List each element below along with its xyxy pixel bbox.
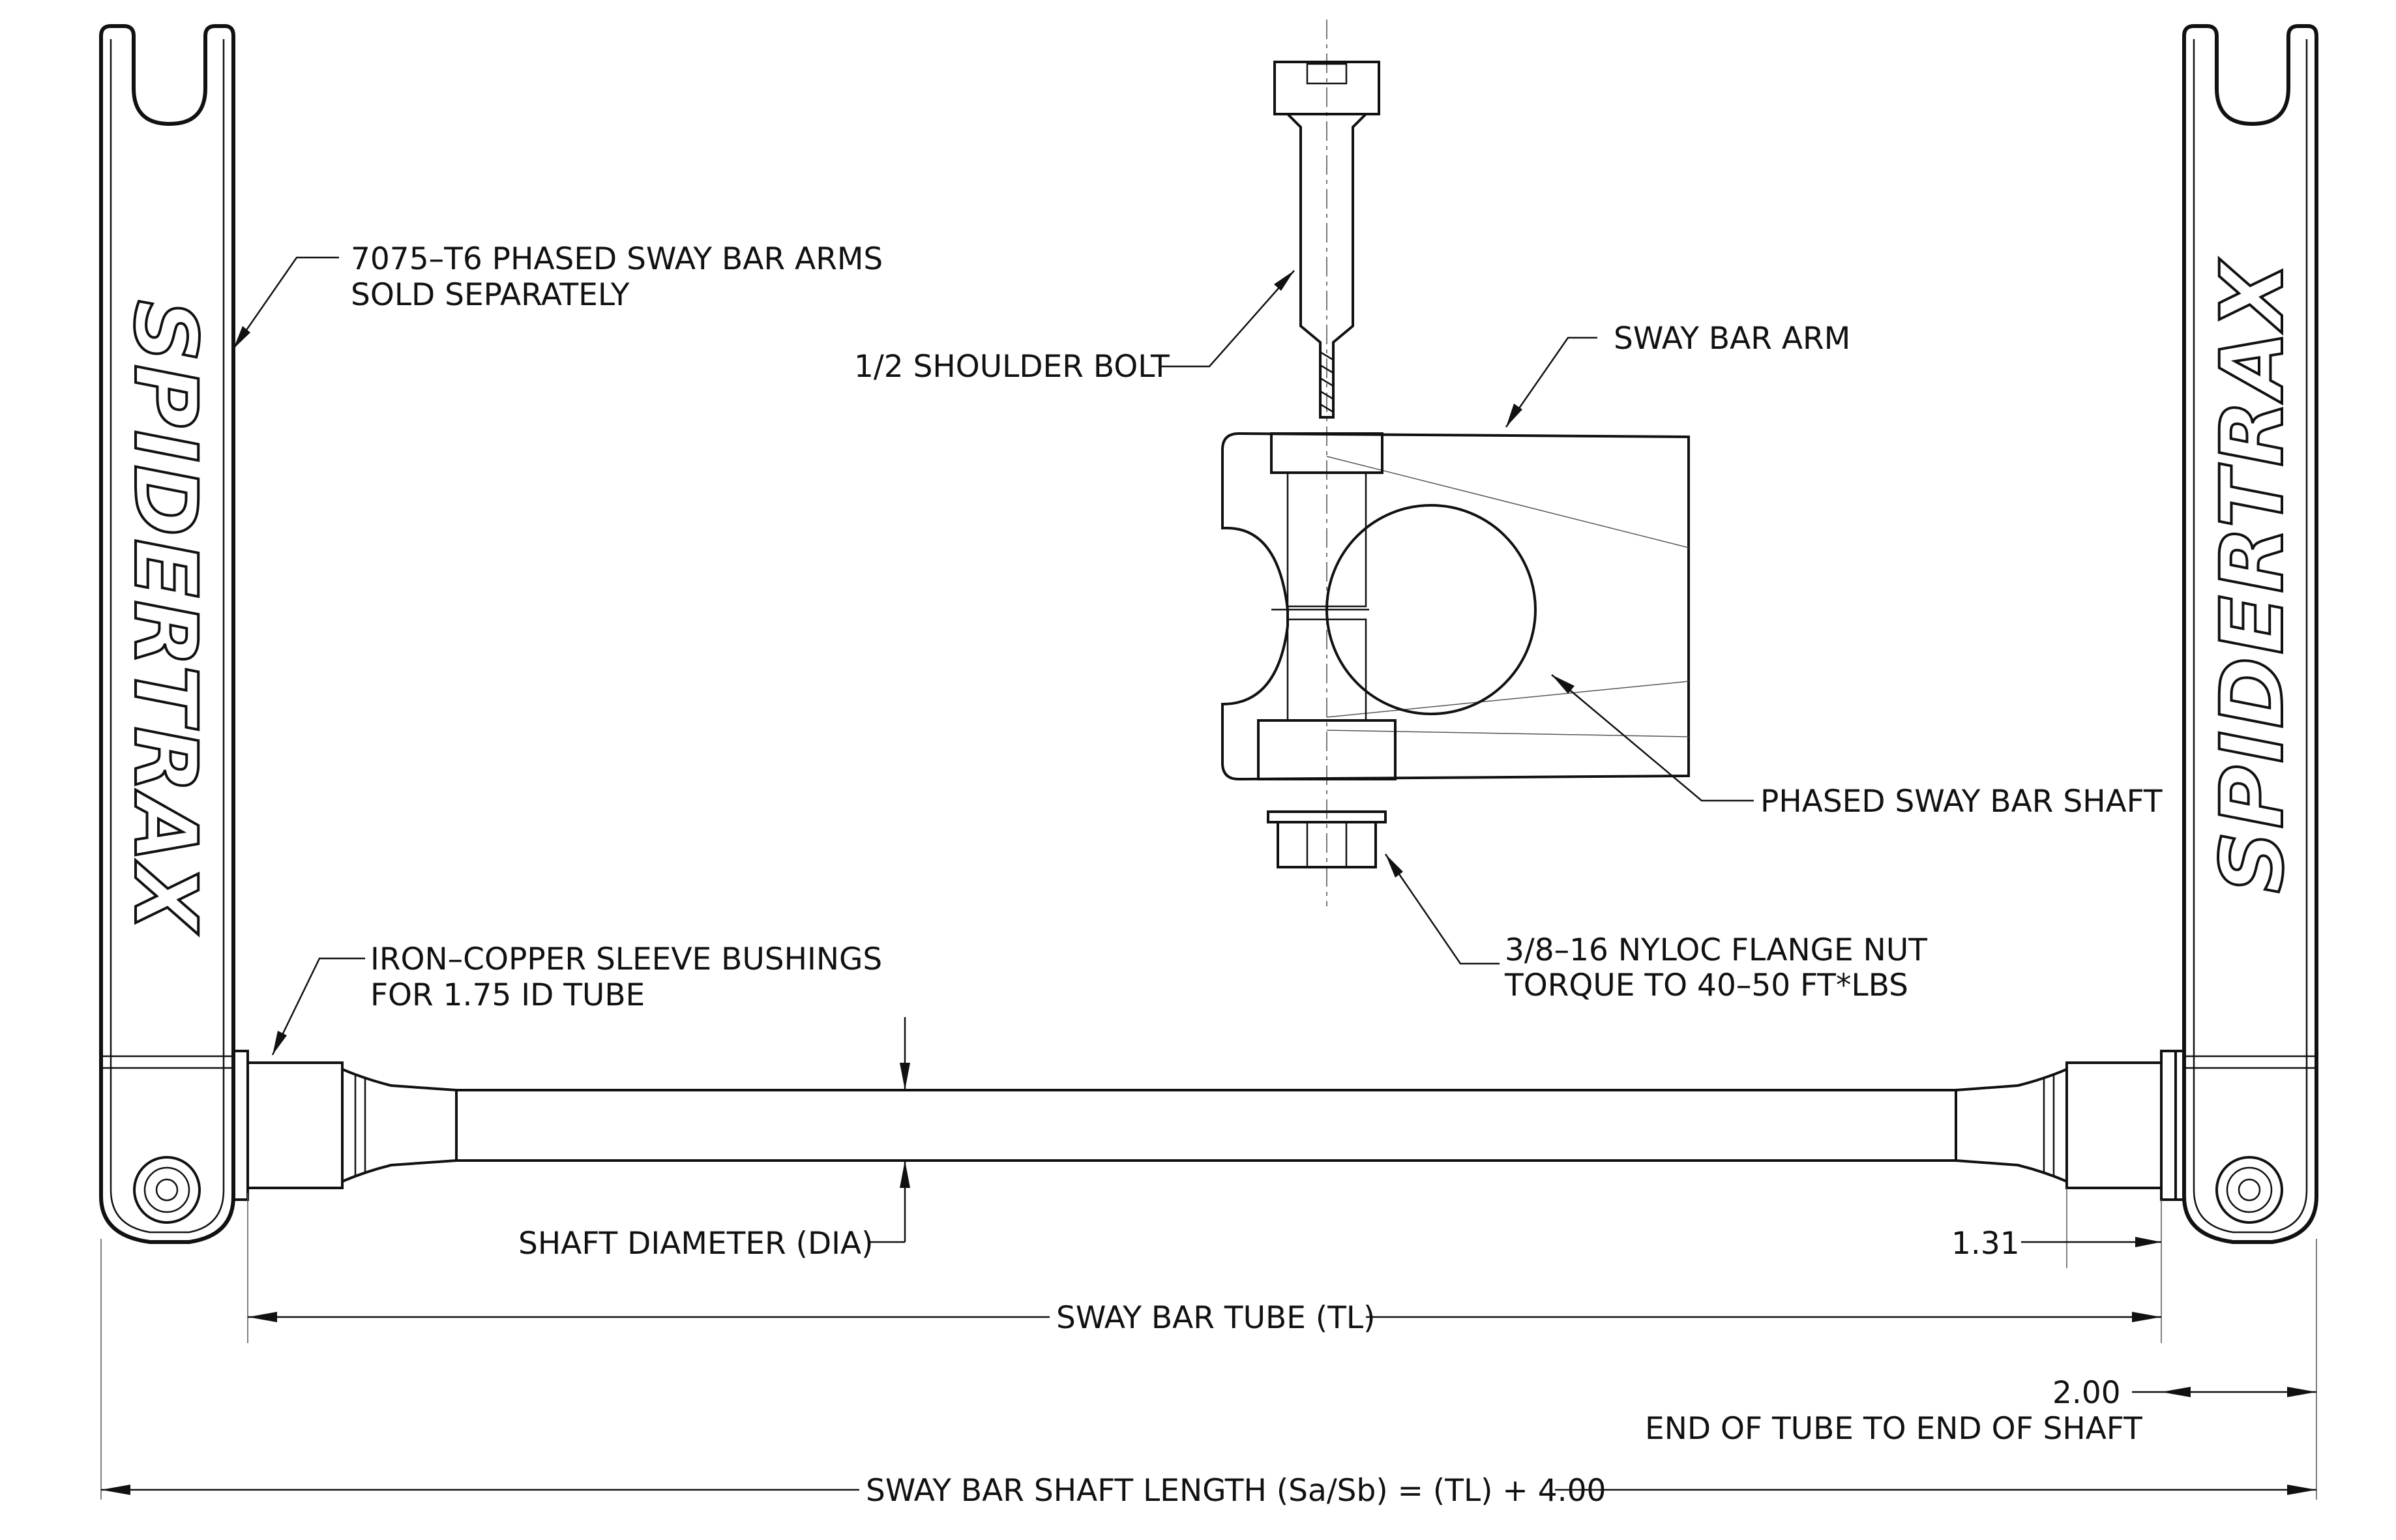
left-arm-logo: SPIDERTRAX <box>115 300 215 935</box>
dimension-lines <box>100 1017 2317 1500</box>
annotation-labels: 7075–T6 PHASED SWAY BAR ARMS SOLD SEPARA… <box>351 241 2163 1509</box>
right-sway-bar-arm: SPIDERTRAX <box>2182 24 2318 1244</box>
arms-note-line2: SOLD SEPARATELY <box>351 277 630 313</box>
phased-shaft-label: PHASED SWAY BAR SHAFT <box>1760 784 2163 820</box>
shoulder-bolt <box>1273 61 1380 419</box>
dim-1-31-label: 1.31 <box>1951 1226 2020 1262</box>
end-to-end-label: END OF TUBE TO END OF SHAFT <box>1645 1411 2142 1447</box>
leader-lines <box>232 256 1754 1056</box>
shoulder-bolt-label: 1/2 SHOULDER BOLT <box>854 349 1170 385</box>
sway-bar-arm-label: SWAY BAR ARM <box>1614 321 1850 357</box>
shaft-length-label: SWAY BAR SHAFT LENGTH (Sa/Sb) = (TL) + 4… <box>866 1473 1606 1509</box>
left-sway-bar-arm: SPIDERTRAX <box>99 24 235 1244</box>
right-arm-pivot-hole <box>2215 1156 2283 1224</box>
left-arm-pivot-hole <box>133 1156 201 1224</box>
arm-clamp-body <box>1221 432 1690 781</box>
flange-nut <box>1267 810 1387 868</box>
right-arm-logo: SPIDERTRAX <box>2202 258 2303 893</box>
sway-bar-tube <box>232 1050 2185 1201</box>
dim-2-00-label: 2.00 <box>2052 1375 2121 1411</box>
bushings-label-line1: IRON–COPPER SLEEVE BUSHINGS <box>370 941 882 977</box>
phased-shaft-section <box>1325 504 1537 715</box>
tube-length-label: SWAY BAR TUBE (TL) <box>1056 1300 1375 1336</box>
bushings-label-line2: FOR 1.75 ID TUBE <box>370 977 645 1013</box>
shaft-diameter-label: SHAFT DIAMETER (DIA) <box>518 1226 874 1262</box>
nut-label-line2: TORQUE TO 40–50 FT*LBS <box>1504 968 1908 1003</box>
clamp-detail <box>1221 20 1690 906</box>
nut-label-line1: 3/8–16 NYLOC FLANGE NUT <box>1505 932 1927 968</box>
arms-note-line1: 7075–T6 PHASED SWAY BAR ARMS <box>351 241 883 277</box>
